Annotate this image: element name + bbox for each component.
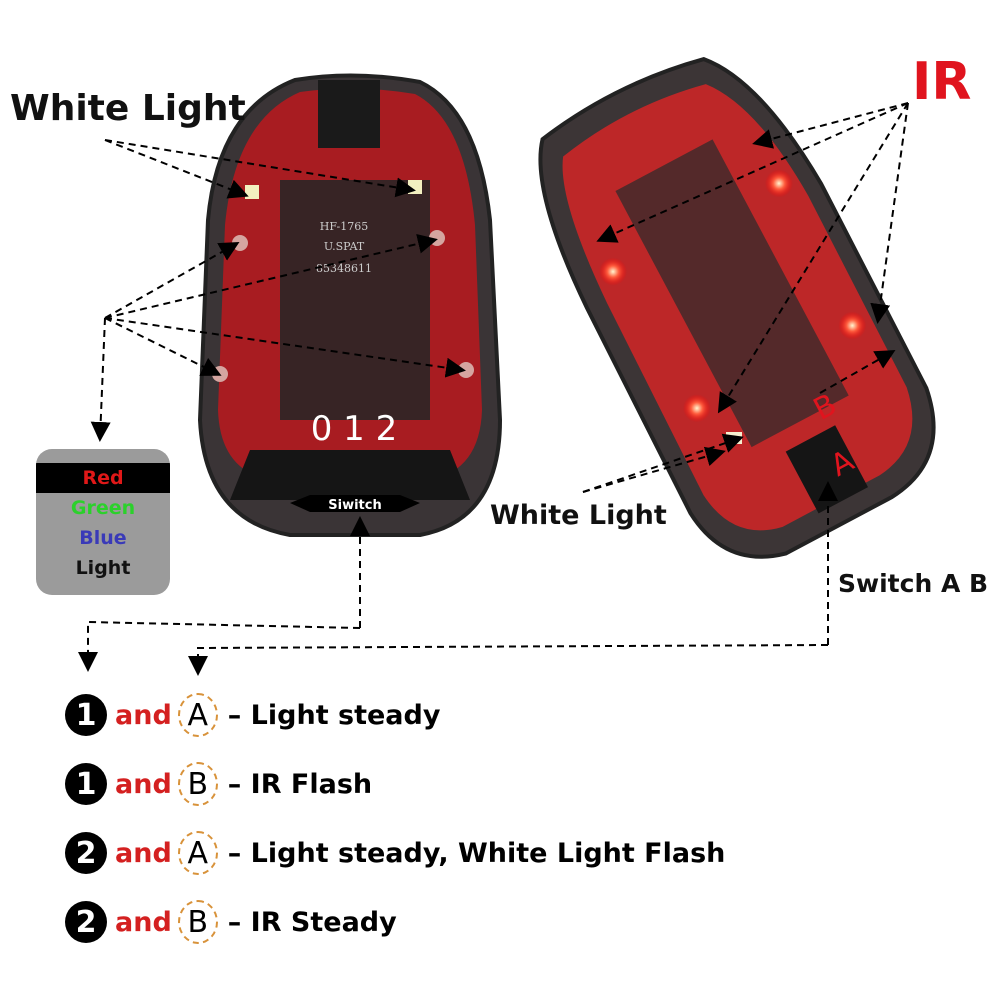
legend-green: Green [70,497,136,519]
legend-light: Light [75,557,131,579]
number-badge: 1 [65,763,107,805]
mode-row-2a: 2 and A – Light steady, White Light Flas… [65,831,725,875]
legend-red: Red [36,463,170,493]
mode-description: – Light steady, White Light Flash [227,837,726,869]
and-text: and [115,906,172,938]
letter-badge: A [177,693,218,737]
svg-text:85348611: 85348611 [316,262,372,275]
letter-badge: B [177,900,218,944]
svg-text:Siwitch: Siwitch [328,498,381,513]
mode-row-1b: 1 and B – IR Flash [65,762,372,806]
and-text: and [115,699,172,731]
color-legend: Red Green Blue Light [36,449,170,595]
letter-badge: B [177,762,218,806]
mode-description: – IR Flash [227,768,373,800]
and-text: and [115,768,172,800]
number-badge: 2 [65,832,107,874]
and-text: and [115,837,172,869]
right-device [538,56,936,559]
legend-blue: Blue [79,527,127,549]
svg-text:0 1 2: 0 1 2 [311,409,398,449]
white-light-label-top: White Light [10,88,246,129]
mode-description: – IR Steady [227,906,397,938]
mode-description: – Light steady [227,699,441,731]
left-device: 0 1 2 HF-1765 U.SPAT 85348611 Siwitch [197,73,503,537]
ir-label: IR [912,52,972,112]
number-badge: 2 [65,901,107,943]
number-badge: 1 [65,694,107,736]
switch-ab-label: Switch A B [838,569,989,598]
mode-row-2b: 2 and B – IR Steady [65,900,397,944]
svg-text:HF-1765: HF-1765 [320,220,368,233]
mode-row-1a: 1 and A – Light steady [65,693,440,737]
white-light-label-right: White Light [490,500,667,531]
svg-text:U.SPAT: U.SPAT [324,240,365,253]
letter-badge: A [177,831,218,875]
